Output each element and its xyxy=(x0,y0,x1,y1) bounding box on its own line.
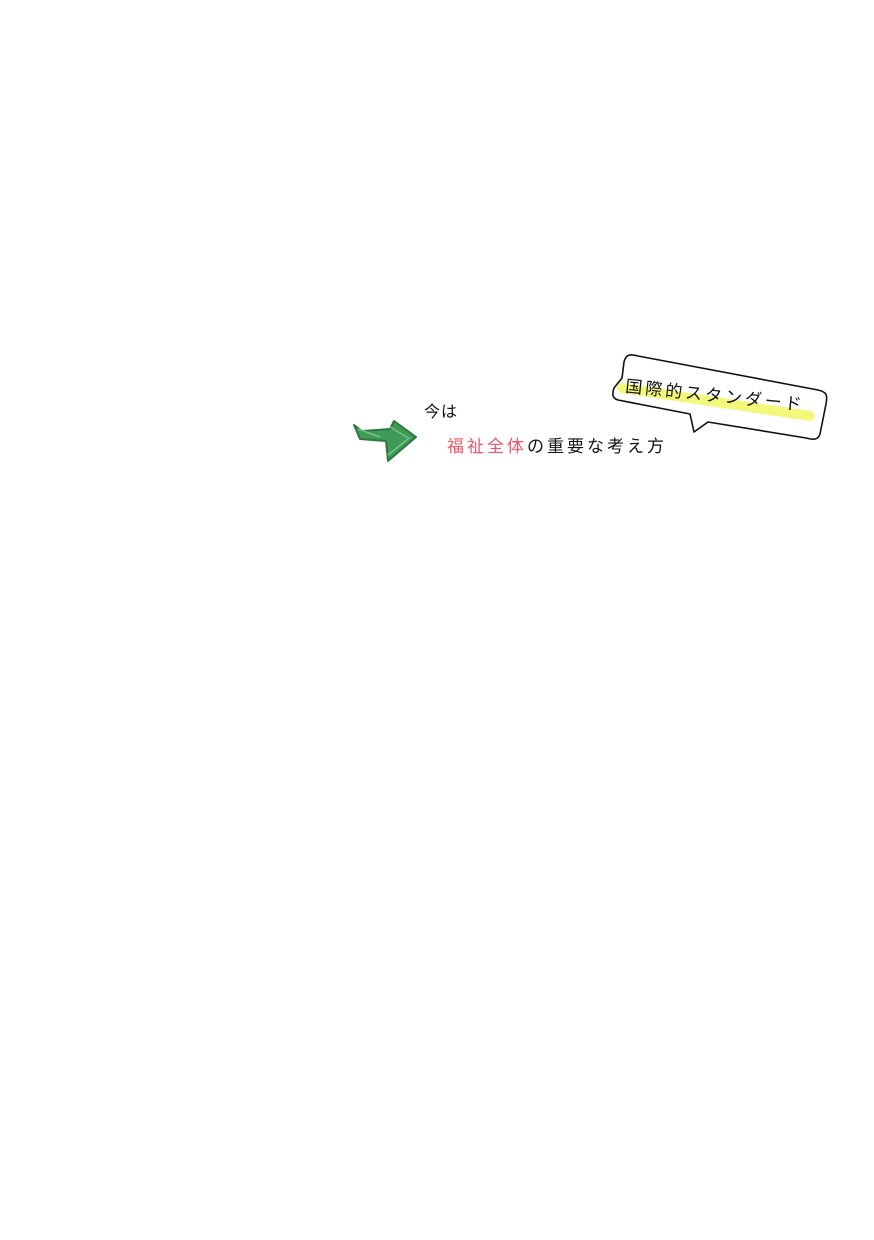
main-statement: 福祉全体の重要な考え方 xyxy=(447,432,667,457)
marker-highlight xyxy=(617,383,815,421)
intro-text: 今は xyxy=(424,402,459,421)
statement-rest: の重要な考え方 xyxy=(527,437,667,457)
arrow-icon xyxy=(353,420,417,462)
highlighted-phrase: 福祉全体 xyxy=(447,437,527,457)
speech-bubble xyxy=(612,354,828,440)
